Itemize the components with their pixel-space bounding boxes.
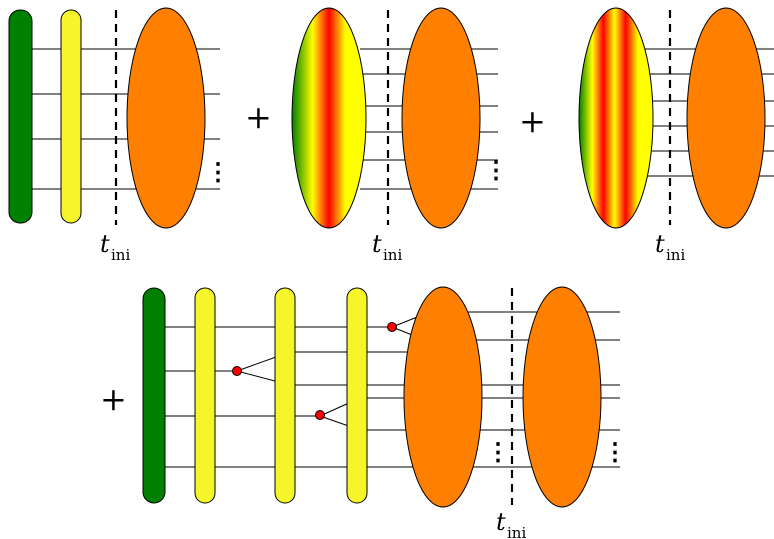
ellipsis-dots: ⋮ — [206, 157, 230, 186]
gradient-ellipse — [291, 7, 367, 229]
orange-ellipse — [126, 7, 206, 229]
plus-operator: + — [100, 380, 127, 418]
yellow-bar — [60, 9, 82, 224]
svg-text:ini: ini — [666, 246, 685, 264]
t-ini-label: t ini — [372, 230, 402, 264]
t-ini-label: t ini — [655, 230, 685, 264]
svg-text:ini: ini — [111, 246, 130, 264]
diagram-3: t ini — [578, 7, 774, 264]
orange-ellipse — [522, 286, 602, 508]
svg-text:ini: ini — [383, 246, 402, 264]
orange-ellipse — [403, 286, 483, 508]
svg-text:ini: ini — [507, 524, 526, 539]
diagram-1: ⋮ t ini — [8, 7, 230, 264]
t-ini-label: t ini — [100, 230, 130, 264]
vertex-dot — [387, 322, 397, 332]
svg-text:t: t — [372, 230, 382, 258]
ellipsis-dots: ⋮ — [486, 437, 510, 466]
vertex-dot — [315, 410, 325, 420]
svg-text:t: t — [100, 230, 110, 258]
orange-ellipse — [401, 7, 481, 229]
svg-text:t: t — [496, 508, 506, 536]
green-bar — [8, 9, 33, 224]
diagram-2: ⋮ t ini — [291, 7, 508, 264]
yellow-bar — [274, 287, 296, 504]
green-bar — [142, 287, 166, 504]
plus-operator: + — [519, 102, 546, 140]
gradient-ellipse — [578, 7, 654, 229]
plus-operator: + — [245, 98, 272, 136]
vertex-dot — [232, 366, 242, 376]
diagram-4: ⋮ ⋮ t ini — [142, 286, 627, 539]
t-ini-label: t ini — [496, 508, 526, 539]
yellow-bar — [346, 287, 368, 504]
ellipsis-dots: ⋮ — [603, 437, 627, 466]
yellow-bar — [194, 287, 216, 504]
ellipsis-dots: ⋮ — [484, 155, 508, 184]
svg-text:t: t — [655, 230, 665, 258]
orange-ellipse — [686, 7, 766, 229]
